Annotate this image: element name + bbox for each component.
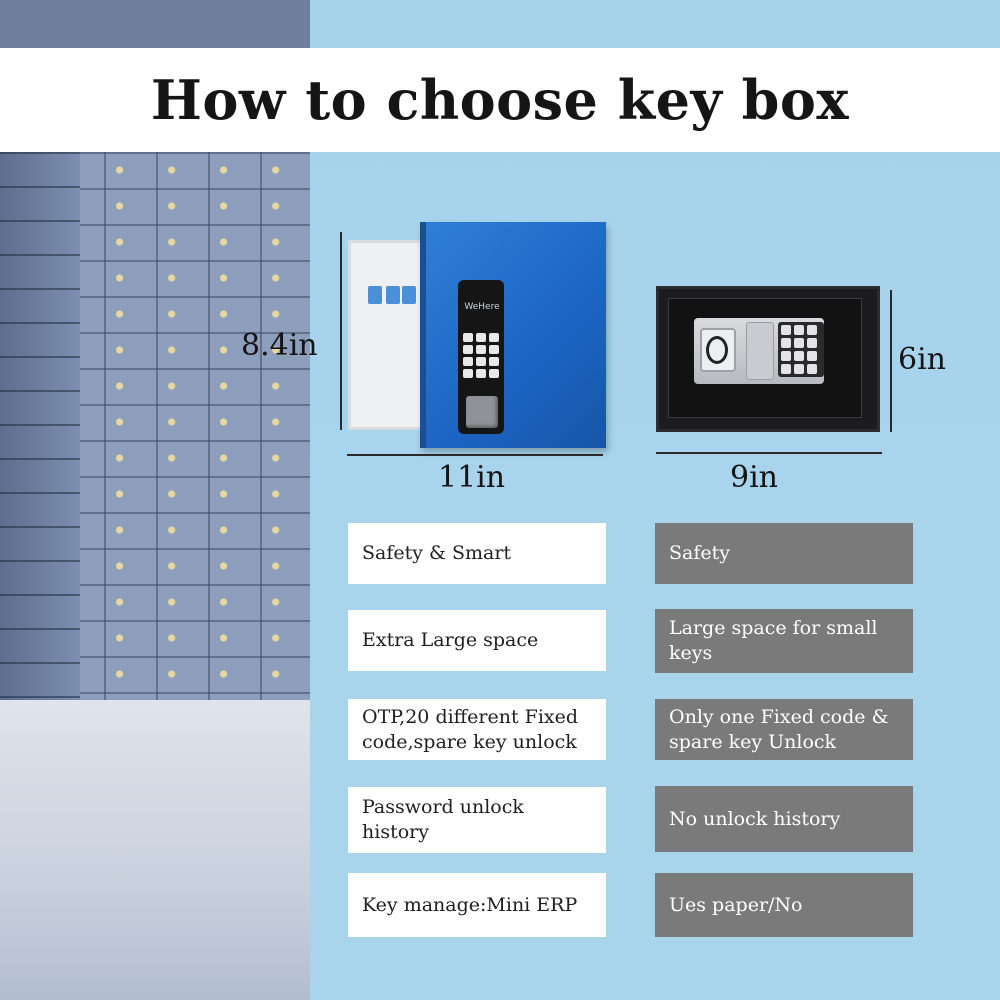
vault-background bbox=[0, 0, 310, 1000]
vault-side-wall bbox=[0, 152, 80, 752]
key-box-knob bbox=[466, 396, 498, 428]
safe-feature-card: Only one Fixed code & spare key Unlock bbox=[655, 699, 913, 760]
safe-feature-card: Large space for small keys bbox=[655, 609, 913, 673]
safe-feature-card: No unlock history bbox=[655, 786, 913, 852]
key-tag-icon bbox=[368, 286, 382, 304]
key-tag-icon bbox=[402, 286, 416, 304]
title-band bbox=[0, 48, 1000, 152]
key-box-width-label: 11in bbox=[438, 460, 506, 495]
key-box-feature-card: Password unlock history bbox=[348, 787, 606, 853]
key-box-brand: WeHere bbox=[464, 302, 500, 312]
safe-width-line bbox=[656, 452, 882, 454]
safe-width-label: 9in bbox=[730, 460, 779, 495]
key-box-feature-card: Key manage:Mini ERP bbox=[348, 873, 606, 937]
safe-keypad bbox=[778, 322, 824, 377]
vault-top-strip bbox=[0, 0, 310, 48]
safe-handle-icon bbox=[706, 336, 728, 364]
key-box-feature-card: Safety & Smart bbox=[348, 523, 606, 584]
key-box-height-label: 8.4in bbox=[241, 328, 318, 363]
key-box-width-line bbox=[347, 454, 603, 456]
vault-floor bbox=[0, 700, 310, 1000]
page-title: How to choose key box bbox=[150, 68, 850, 132]
key-box-interior bbox=[348, 240, 426, 430]
key-box-door bbox=[420, 222, 606, 448]
key-box-feature-card: Extra Large space bbox=[348, 610, 606, 671]
key-tag-icon bbox=[386, 286, 400, 304]
safe-feature-card: Ues paper/No bbox=[655, 873, 913, 937]
safe-key-slot bbox=[746, 322, 774, 380]
key-box-keypad bbox=[463, 333, 499, 378]
key-box-feature-card: OTP,20 different Fixed code,spare key un… bbox=[348, 699, 606, 760]
key-box-height-line bbox=[340, 232, 342, 430]
safe-height-label: 6in bbox=[898, 342, 947, 377]
safe-height-line bbox=[890, 290, 892, 432]
safe-feature-card: Safety bbox=[655, 523, 913, 584]
